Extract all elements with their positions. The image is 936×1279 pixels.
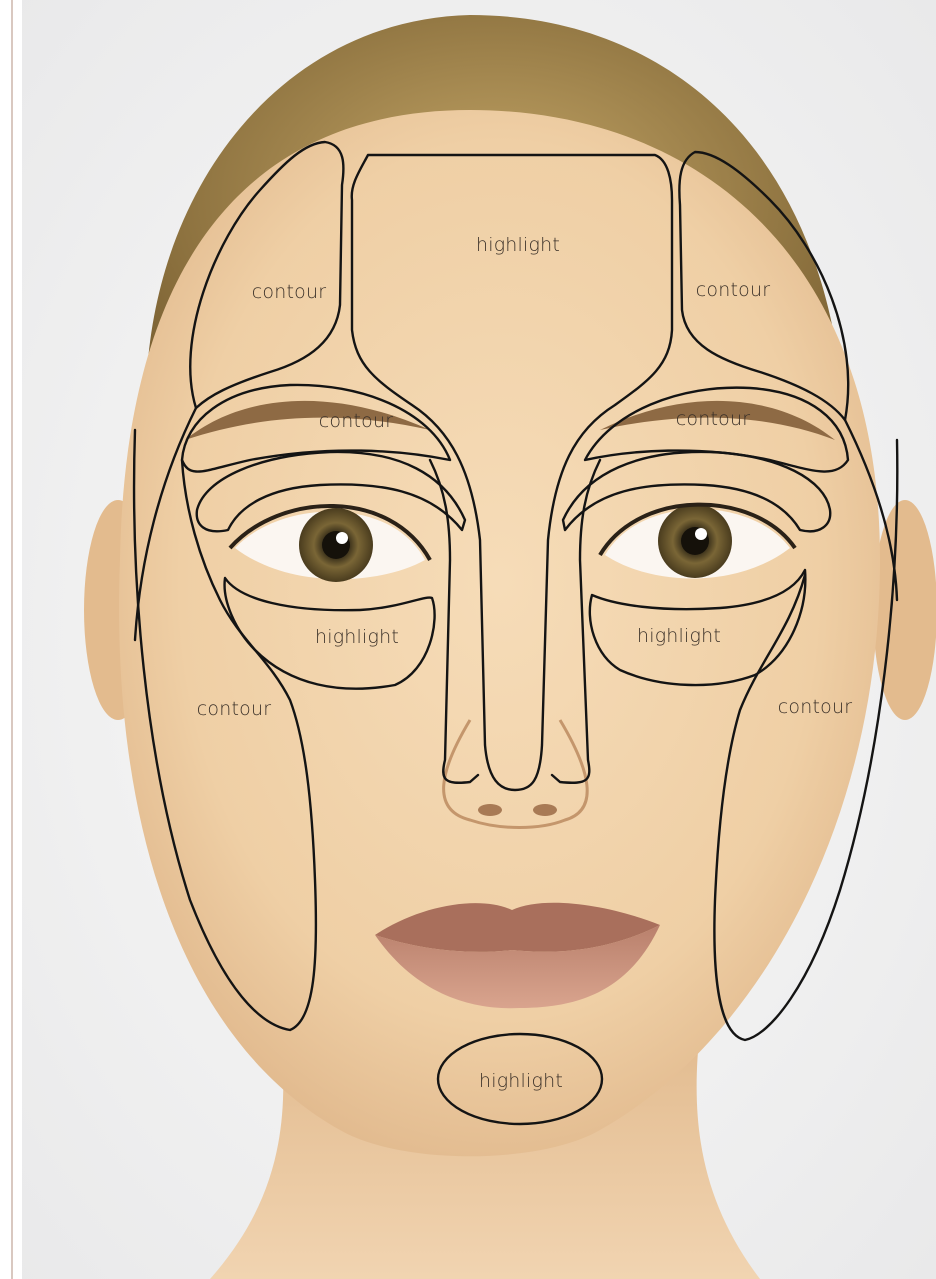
label-temple-right: contour [696, 279, 770, 301]
label-brow-right: contour [676, 408, 750, 430]
label-temple-left: contour [252, 281, 326, 303]
label-cheek-left: contour [197, 698, 271, 720]
left-nostril [478, 804, 502, 816]
label-brow-left: contour [319, 410, 393, 432]
label-under-eye-right: highlight [637, 625, 721, 647]
label-under-eye-left: highlight [315, 626, 399, 648]
label-cheek-right: contour [778, 696, 852, 718]
label-chin: highlight [479, 1070, 563, 1092]
label-forehead: highlight [476, 234, 560, 256]
right-nostril [533, 804, 557, 816]
